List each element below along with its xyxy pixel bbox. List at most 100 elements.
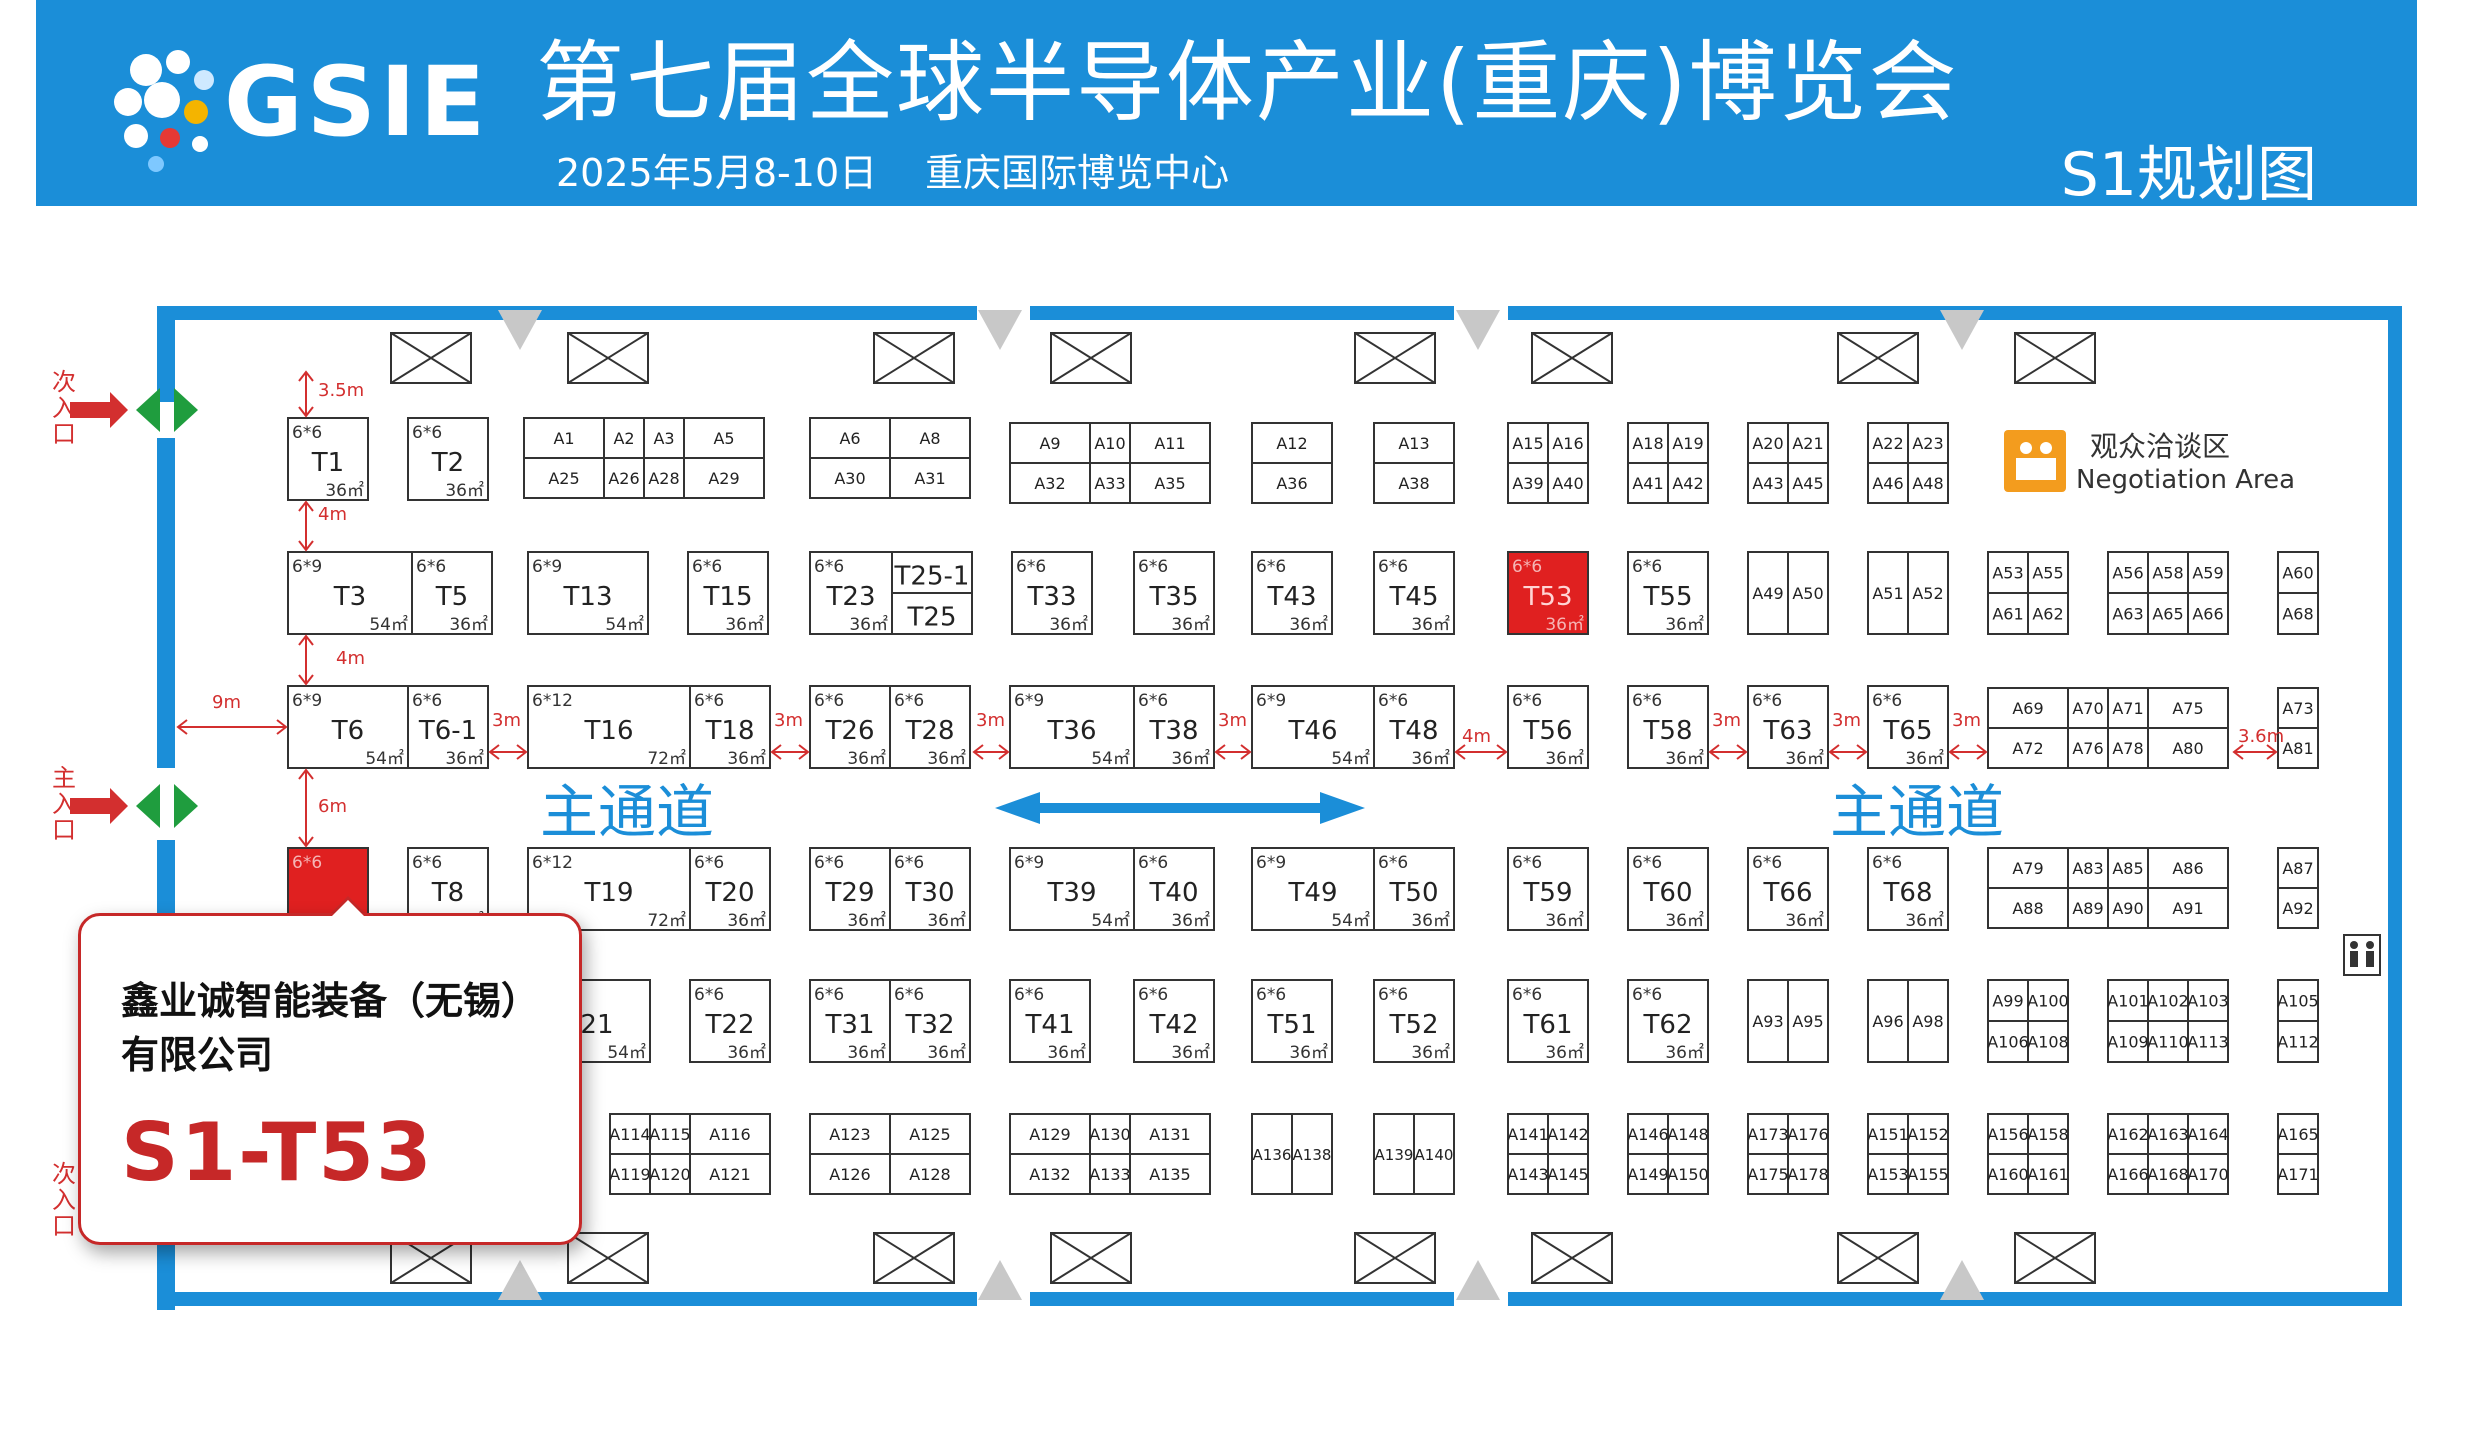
booth-t25[interactable]: T25 (891, 592, 973, 635)
booth-a62[interactable]: A62 (2027, 592, 2069, 635)
booth-a120[interactable]: A120 (649, 1153, 691, 1195)
booth-a73[interactable]: A73 (2277, 687, 2319, 729)
booth-a109[interactable]: A109 (2107, 1020, 2149, 1063)
booth-a86[interactable]: A86 (2147, 847, 2229, 889)
booth-a96[interactable]: A96 (1867, 979, 1909, 1063)
booth-a45[interactable]: A45 (1787, 462, 1829, 504)
booth-a99[interactable]: A99 (1987, 979, 2029, 1022)
booth-a121[interactable]: A121 (689, 1153, 771, 1195)
booth-a72[interactable]: A72 (1987, 727, 2069, 769)
booth-a16[interactable]: A16 (1547, 422, 1589, 464)
booth-a178[interactable]: A178 (1787, 1153, 1829, 1195)
booth-a142[interactable]: A142 (1547, 1113, 1589, 1155)
booth-a148[interactable]: A148 (1667, 1113, 1709, 1155)
booth-a163[interactable]: A163 (2147, 1113, 2189, 1155)
booth-a20[interactable]: A20 (1747, 422, 1789, 464)
booth-a166[interactable]: A166 (2107, 1153, 2149, 1195)
booth-a50[interactable]: A50 (1787, 551, 1829, 635)
booth-a101[interactable]: A101 (2107, 979, 2149, 1022)
booth-a146[interactable]: A146 (1627, 1113, 1669, 1155)
booth-a83[interactable]: A83 (2067, 847, 2109, 889)
booth-a36[interactable]: A36 (1251, 462, 1333, 504)
booth-a131[interactable]: A131 (1129, 1113, 1211, 1155)
booth-a87[interactable]: A87 (2277, 847, 2319, 889)
booth-a31[interactable]: A31 (889, 457, 971, 499)
booth-a88[interactable]: A88 (1987, 887, 2069, 929)
booth-a162[interactable]: A162 (2107, 1113, 2149, 1155)
booth-a103[interactable]: A103 (2187, 979, 2229, 1022)
booth-a76[interactable]: A76 (2067, 727, 2109, 769)
booth-a56[interactable]: A56 (2107, 551, 2149, 594)
booth-a15[interactable]: A15 (1507, 422, 1549, 464)
booth-a6[interactable]: A6 (809, 417, 891, 459)
booth-a141[interactable]: A141 (1507, 1113, 1549, 1155)
booth-a108[interactable]: A108 (2027, 1020, 2069, 1063)
booth-a53[interactable]: A53 (1987, 551, 2029, 594)
booth-a70[interactable]: A70 (2067, 687, 2109, 729)
booth-a85[interactable]: A85 (2107, 847, 2149, 889)
booth-a40[interactable]: A40 (1547, 462, 1589, 504)
booth-a90[interactable]: A90 (2107, 887, 2149, 929)
booth-a25[interactable]: A25 (523, 457, 605, 499)
booth-a115[interactable]: A115 (649, 1113, 691, 1155)
booth-a123[interactable]: A123 (809, 1113, 891, 1155)
booth-a105[interactable]: A105 (2277, 979, 2319, 1022)
booth-a116[interactable]: A116 (689, 1113, 771, 1155)
booth-a129[interactable]: A129 (1009, 1113, 1091, 1155)
booth-a23[interactable]: A23 (1907, 422, 1949, 464)
booth-a35[interactable]: A35 (1129, 462, 1211, 504)
booth-a113[interactable]: A113 (2187, 1020, 2229, 1063)
booth-a48[interactable]: A48 (1907, 462, 1949, 504)
booth-a5[interactable]: A5 (683, 417, 765, 459)
booth-a60[interactable]: A60 (2277, 551, 2319, 594)
booth-a39[interactable]: A39 (1507, 462, 1549, 504)
booth-a100[interactable]: A100 (2027, 979, 2069, 1022)
booth-a3[interactable]: A3 (643, 417, 685, 459)
booth-a175[interactable]: A175 (1747, 1153, 1789, 1195)
booth-a173[interactable]: A173 (1747, 1113, 1789, 1155)
booth-a79[interactable]: A79 (1987, 847, 2069, 889)
booth-a145[interactable]: A145 (1547, 1153, 1589, 1195)
booth-a13[interactable]: A13 (1373, 422, 1455, 464)
booth-a125[interactable]: A125 (889, 1113, 971, 1155)
booth-a10[interactable]: A10 (1089, 422, 1131, 464)
booth-a135[interactable]: A135 (1129, 1153, 1211, 1195)
booth-a81[interactable]: A81 (2277, 727, 2319, 769)
booth-a158[interactable]: A158 (2027, 1113, 2069, 1155)
booth-a26[interactable]: A26 (603, 457, 645, 499)
booth-a143[interactable]: A143 (1507, 1153, 1549, 1195)
booth-a12[interactable]: A12 (1251, 422, 1333, 464)
booth-a43[interactable]: A43 (1747, 462, 1789, 504)
booth-a91[interactable]: A91 (2147, 887, 2229, 929)
booth-a21[interactable]: A21 (1787, 422, 1829, 464)
booth-a95[interactable]: A95 (1787, 979, 1829, 1063)
booth-a63[interactable]: A63 (2107, 592, 2149, 635)
